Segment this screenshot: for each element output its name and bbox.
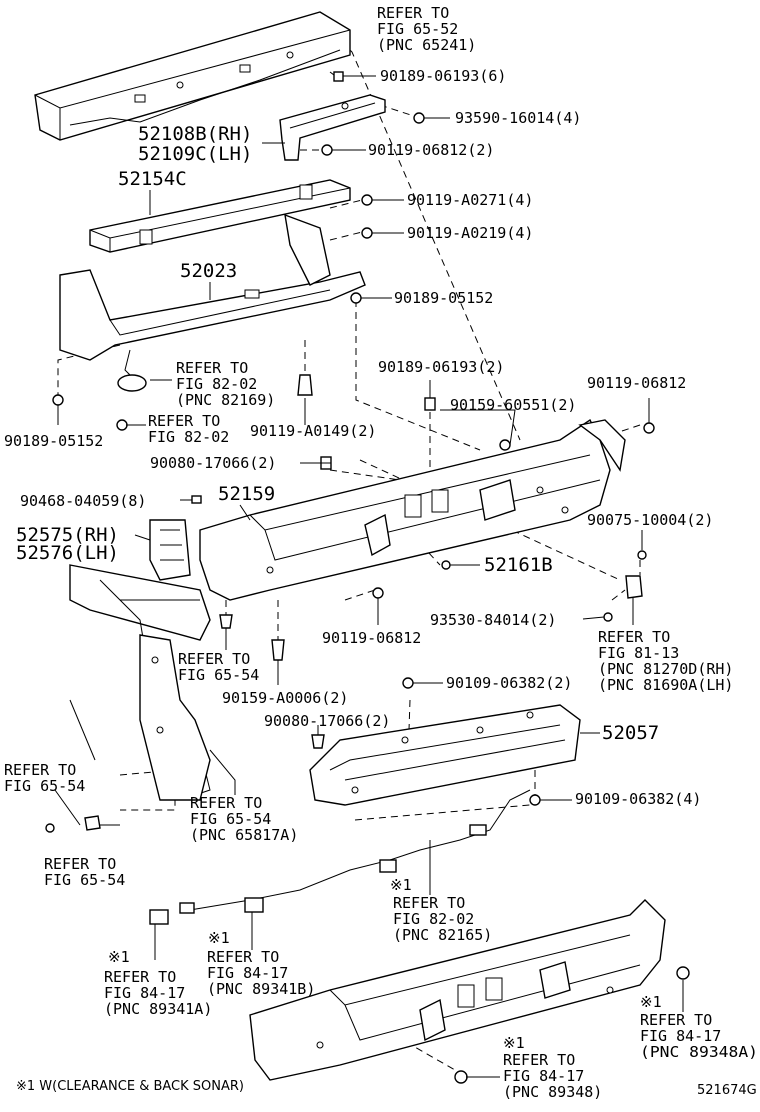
- refer-fig-84-17-b-line-2: FIG 84-17: [104, 984, 185, 1002]
- part-90075-10004-2: 90075-10004(2): [587, 511, 713, 529]
- part-52109c-lh: 52109C(LH): [138, 143, 252, 165]
- refer-fig-81-13-line-3: (PNC 81270D(RH): [598, 660, 733, 678]
- refer-fig-82-02-a-line-3: (PNC 82169): [176, 391, 275, 409]
- part-90189-05152-right: 90189-05152: [394, 289, 493, 307]
- step-pad-52057-drawing: [309, 704, 581, 806]
- refer-fig-65-52-line-3: (PNC 65241): [377, 36, 476, 54]
- part-90468-04059-8: 90468-04059(8): [20, 492, 146, 510]
- part-90189-05152-left: 90189-05152: [4, 432, 103, 450]
- refer-fig-65-54-d-line-2: FIG 65-54: [44, 871, 125, 889]
- part-90189-06193-6: 90189-06193(6): [380, 67, 506, 85]
- refer-fig-84-17-d-line-2: FIG 84-17: [503, 1067, 584, 1085]
- part-90119-a0271-4: 90119-A0271(4): [407, 191, 533, 209]
- part-90080-17066-2-lower: 90080-17066(2): [264, 712, 390, 730]
- bumper-arm-52023-drawing: [59, 213, 366, 392]
- leader-lines: [54, 75, 684, 1078]
- part-52576-lh: 52576(LH): [16, 542, 119, 564]
- refer-fig-82-02-b-line-2: FIG 82-02: [148, 428, 229, 446]
- part-90080-17066-2-upper: 90080-17066(2): [150, 454, 276, 472]
- refer-fig-82-02-c-line-1: REFER TO: [393, 894, 465, 912]
- refer-fig-84-17-d-mark: ※1: [503, 1034, 525, 1052]
- refer-fig-65-54-c-line-2: FIG 65-54: [190, 810, 271, 828]
- part-93530-84014-2: 93530-84014(2): [430, 611, 556, 629]
- refer-fig-65-52-line-2: FIG 65-52: [377, 20, 458, 38]
- refer-fig-84-17-b-mark: ※1: [108, 948, 130, 966]
- refer-fig-84-17-c-line-3: (PNC 89348A): [640, 1043, 758, 1061]
- refer-fig-82-02-c-line-2: FIG 82-02: [393, 910, 474, 928]
- bracket-52108b-drawing: [279, 94, 386, 161]
- refer-fig-82-02-a-line-1: REFER TO: [176, 359, 248, 377]
- refer-fig-84-17-a-mark: ※1: [208, 929, 230, 947]
- part-52154c: 52154C: [118, 168, 187, 190]
- part-52023: 52023: [180, 260, 237, 282]
- lower-bumper-drawing: [249, 899, 666, 1081]
- refer-fig-81-13-line-1: REFER TO: [598, 628, 670, 646]
- refer-fig-84-17-a-line-3: (PNC 89341B): [207, 980, 315, 998]
- vehicle-body-drawing: [69, 564, 211, 801]
- part-93590-16014-4: 93590-16014(4): [455, 109, 581, 127]
- part-90109-06382-4: 90109-06382(4): [575, 790, 701, 808]
- part-52108b-rh: 52108B(RH): [138, 123, 252, 145]
- refer-fig-65-54-a-line-2: FIG 65-54: [178, 666, 259, 684]
- refer-fig-65-54-c-line-1: REFER TO: [190, 794, 262, 812]
- refer-fig-84-17-d-line-1: REFER TO: [503, 1051, 575, 1069]
- part-52161b: 52161B: [484, 554, 553, 576]
- part-90119-06812-upper: 90119-06812: [587, 374, 686, 392]
- part-52575-rh: 52575(RH): [16, 524, 119, 546]
- frame-rail-drawing: [34, 11, 351, 141]
- refer-fig-81-13-line-2: FIG 81-13: [598, 644, 679, 662]
- part-90119-a0219-4: 90119-A0219(4): [407, 224, 533, 242]
- refer-fig-84-17-a-line-1: REFER TO: [207, 948, 279, 966]
- reinforcement-52154c-drawing: [89, 179, 351, 253]
- part-90159-60551-2: 90159-60551(2): [450, 396, 576, 414]
- refer-fig-82-02-a-line-2: FIG 82-02: [176, 375, 257, 393]
- part-90159-a0006-2: 90159-A0006(2): [222, 689, 348, 707]
- refer-fig-84-17-b-line-3: (PNC 89341A): [104, 1000, 212, 1018]
- footnote: ※1 W(CLEARANCE & BACK SONAR): [16, 1079, 244, 1094]
- pad-52575-drawing: [149, 519, 191, 581]
- refer-fig-84-17-b-line-1: REFER TO: [104, 968, 176, 986]
- refer-fig-84-17-c-mark: ※1: [640, 993, 662, 1011]
- part-90119-06812-2: 90119-06812(2): [368, 141, 494, 159]
- part-52057: 52057: [602, 722, 659, 744]
- refer-fig-65-54-b-line-2: FIG 65-54: [4, 777, 85, 795]
- refer-fig-81-13-line-4: (PNC 81690A(LH): [598, 676, 733, 694]
- part-52159: 52159: [218, 483, 275, 505]
- diagram-id: 521674G: [697, 1083, 757, 1098]
- refer-fig-84-17-c-line-2: FIG 84-17: [640, 1027, 721, 1045]
- part-90109-06382-2: 90109-06382(2): [446, 674, 572, 692]
- refer-fig-82-02-c-mark: ※1: [390, 876, 412, 894]
- refer-fig-65-54-d-line-1: REFER TO: [44, 855, 116, 873]
- refer-fig-65-54-b-line-1: REFER TO: [4, 761, 76, 779]
- refer-fig-82-02-c-line-3: (PNC 82165): [393, 926, 492, 944]
- refer-fig-84-17-d-line-3: (PNC 89348): [503, 1083, 602, 1101]
- bumper-52159-drawing: [199, 418, 626, 601]
- refer-fig-65-54-c-line-3: (PNC 65817A): [190, 826, 298, 844]
- part-90119-a0149-2: 90119-A0149(2): [250, 422, 376, 440]
- refer-fig-84-17-c-line-1: REFER TO: [640, 1011, 712, 1029]
- part-labels: REFER TO FIG 65-52 (PNC 65241) 90189-061…: [4, 4, 758, 1101]
- refer-fig-65-52-line-1: REFER TO: [377, 4, 449, 22]
- refer-fig-65-54-a-line-1: REFER TO: [178, 650, 250, 668]
- refer-fig-82-02-b-line-1: REFER TO: [148, 412, 220, 430]
- refer-fig-84-17-a-line-2: FIG 84-17: [207, 964, 288, 982]
- part-90119-06812-lower: 90119-06812: [322, 629, 421, 647]
- wire-harness-drawing: [149, 789, 531, 925]
- part-90189-06193-2: 90189-06193(2): [378, 358, 504, 376]
